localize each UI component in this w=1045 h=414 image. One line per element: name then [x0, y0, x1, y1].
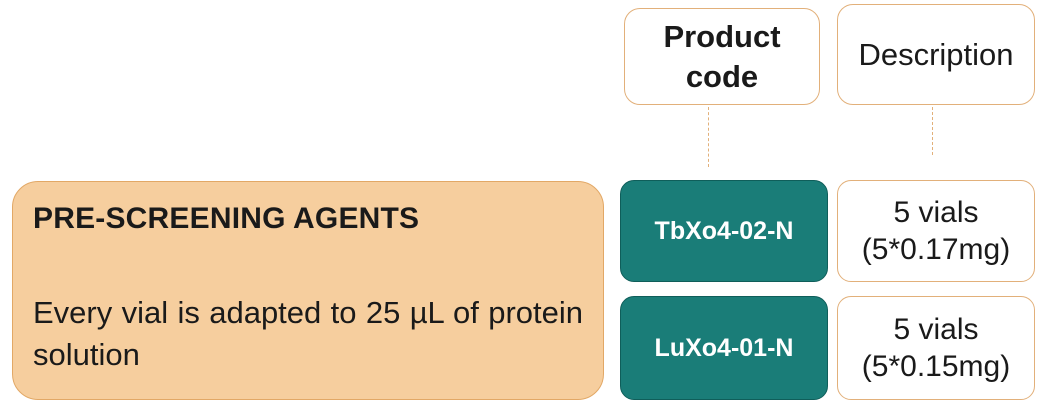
product-description-box: 5 vials (5*0.15mg) — [837, 296, 1035, 400]
description-header: Description — [837, 4, 1035, 105]
product-code-label: LuXo4-01-N — [654, 333, 794, 362]
product-description-line2: (5*0.15mg) — [861, 350, 1011, 383]
product-code-header-line1: Product — [663, 18, 781, 54]
product-description-line2: (5*0.17mg) — [861, 233, 1011, 266]
product-description-line1: 5 vials — [893, 313, 979, 346]
pre-screening-agents-box: PRE-SCREENING AGENTS Every vial is adapt… — [12, 181, 604, 400]
product-code-header: Product code — [624, 8, 820, 105]
product-code-box: LuXo4-01-N — [620, 296, 828, 400]
product-description-line1: 5 vials — [893, 196, 979, 229]
description-connector — [932, 107, 933, 155]
description-header-label: Description — [858, 36, 1014, 72]
product-description-box: 5 vials (5*0.17mg) — [837, 180, 1035, 282]
product-code-connector — [708, 107, 709, 167]
product-code-label: TbXo4-02-N — [654, 216, 794, 245]
pre-screening-agents-title: PRE-SCREENING AGENTS — [33, 202, 420, 235]
product-code-header-line2: code — [685, 58, 759, 94]
product-code-box: TbXo4-02-N — [620, 180, 828, 282]
pre-screening-agents-text: Every vial is adapted to 25 µL of protei… — [33, 295, 583, 372]
